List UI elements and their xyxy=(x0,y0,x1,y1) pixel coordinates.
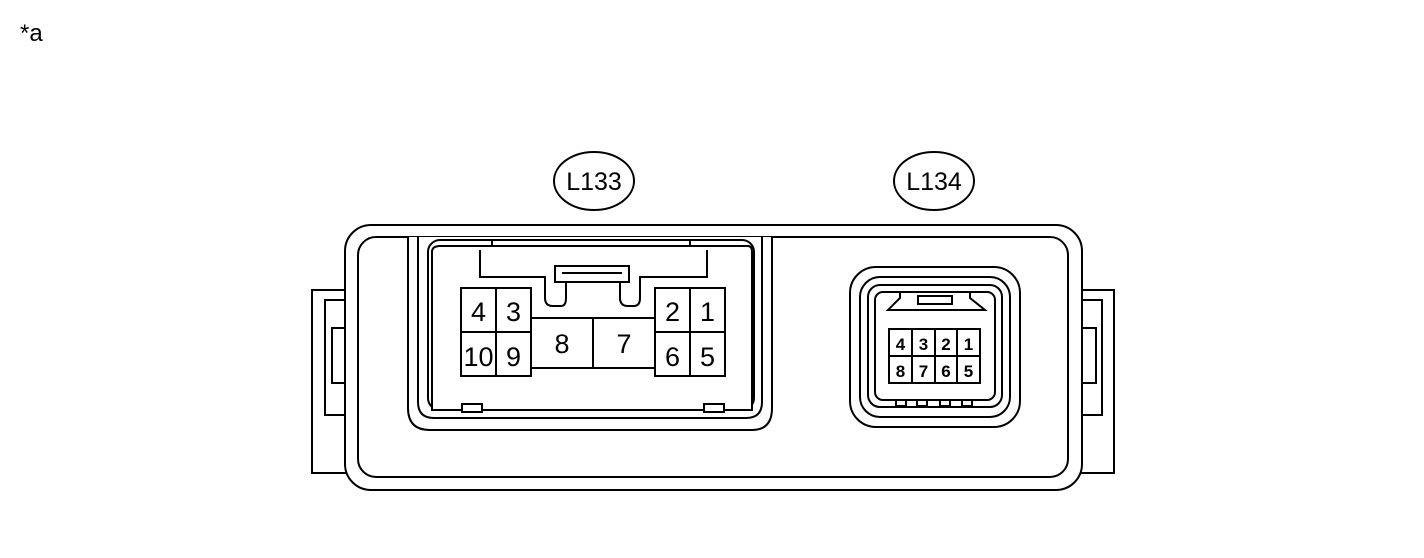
pin-label-7: 7 xyxy=(616,329,631,359)
connector-id-l133-text: L133 xyxy=(566,168,622,196)
pin-label-8: 8 xyxy=(896,362,905,381)
connector-l134-pins: 4 3 2 1 8 7 6 5 xyxy=(888,328,981,384)
right-mounting-tab xyxy=(1077,289,1115,474)
pin-label-5: 5 xyxy=(700,342,715,372)
pin-label-10: 10 xyxy=(463,342,493,372)
connector-l133-body xyxy=(407,237,773,431)
pin-label-1: 1 xyxy=(964,335,973,354)
pin-label-6: 6 xyxy=(941,362,950,381)
pin-label-4: 4 xyxy=(471,297,486,327)
connector-id-l134: L134 xyxy=(893,151,975,211)
pin-label-4: 4 xyxy=(896,335,906,354)
pin-label-3: 3 xyxy=(506,297,521,327)
pin-label-5: 5 xyxy=(964,362,973,381)
connector-id-l133: L133 xyxy=(553,151,635,211)
pin-label-7: 7 xyxy=(919,362,928,381)
pin-label-6: 6 xyxy=(665,342,680,372)
pin-label-3: 3 xyxy=(919,335,928,354)
connector-l133-pins: 4 3 10 9 8 7 2 1 6 5 xyxy=(460,287,726,377)
pin-label-2: 2 xyxy=(941,335,950,354)
figure-label: *a xyxy=(20,20,43,47)
pin-label-9: 9 xyxy=(506,342,521,372)
pin-label-1: 1 xyxy=(700,297,715,327)
connector-id-l134-text: L134 xyxy=(906,168,962,196)
pin-label-2: 2 xyxy=(665,297,680,327)
pin-label-8: 8 xyxy=(554,329,569,359)
